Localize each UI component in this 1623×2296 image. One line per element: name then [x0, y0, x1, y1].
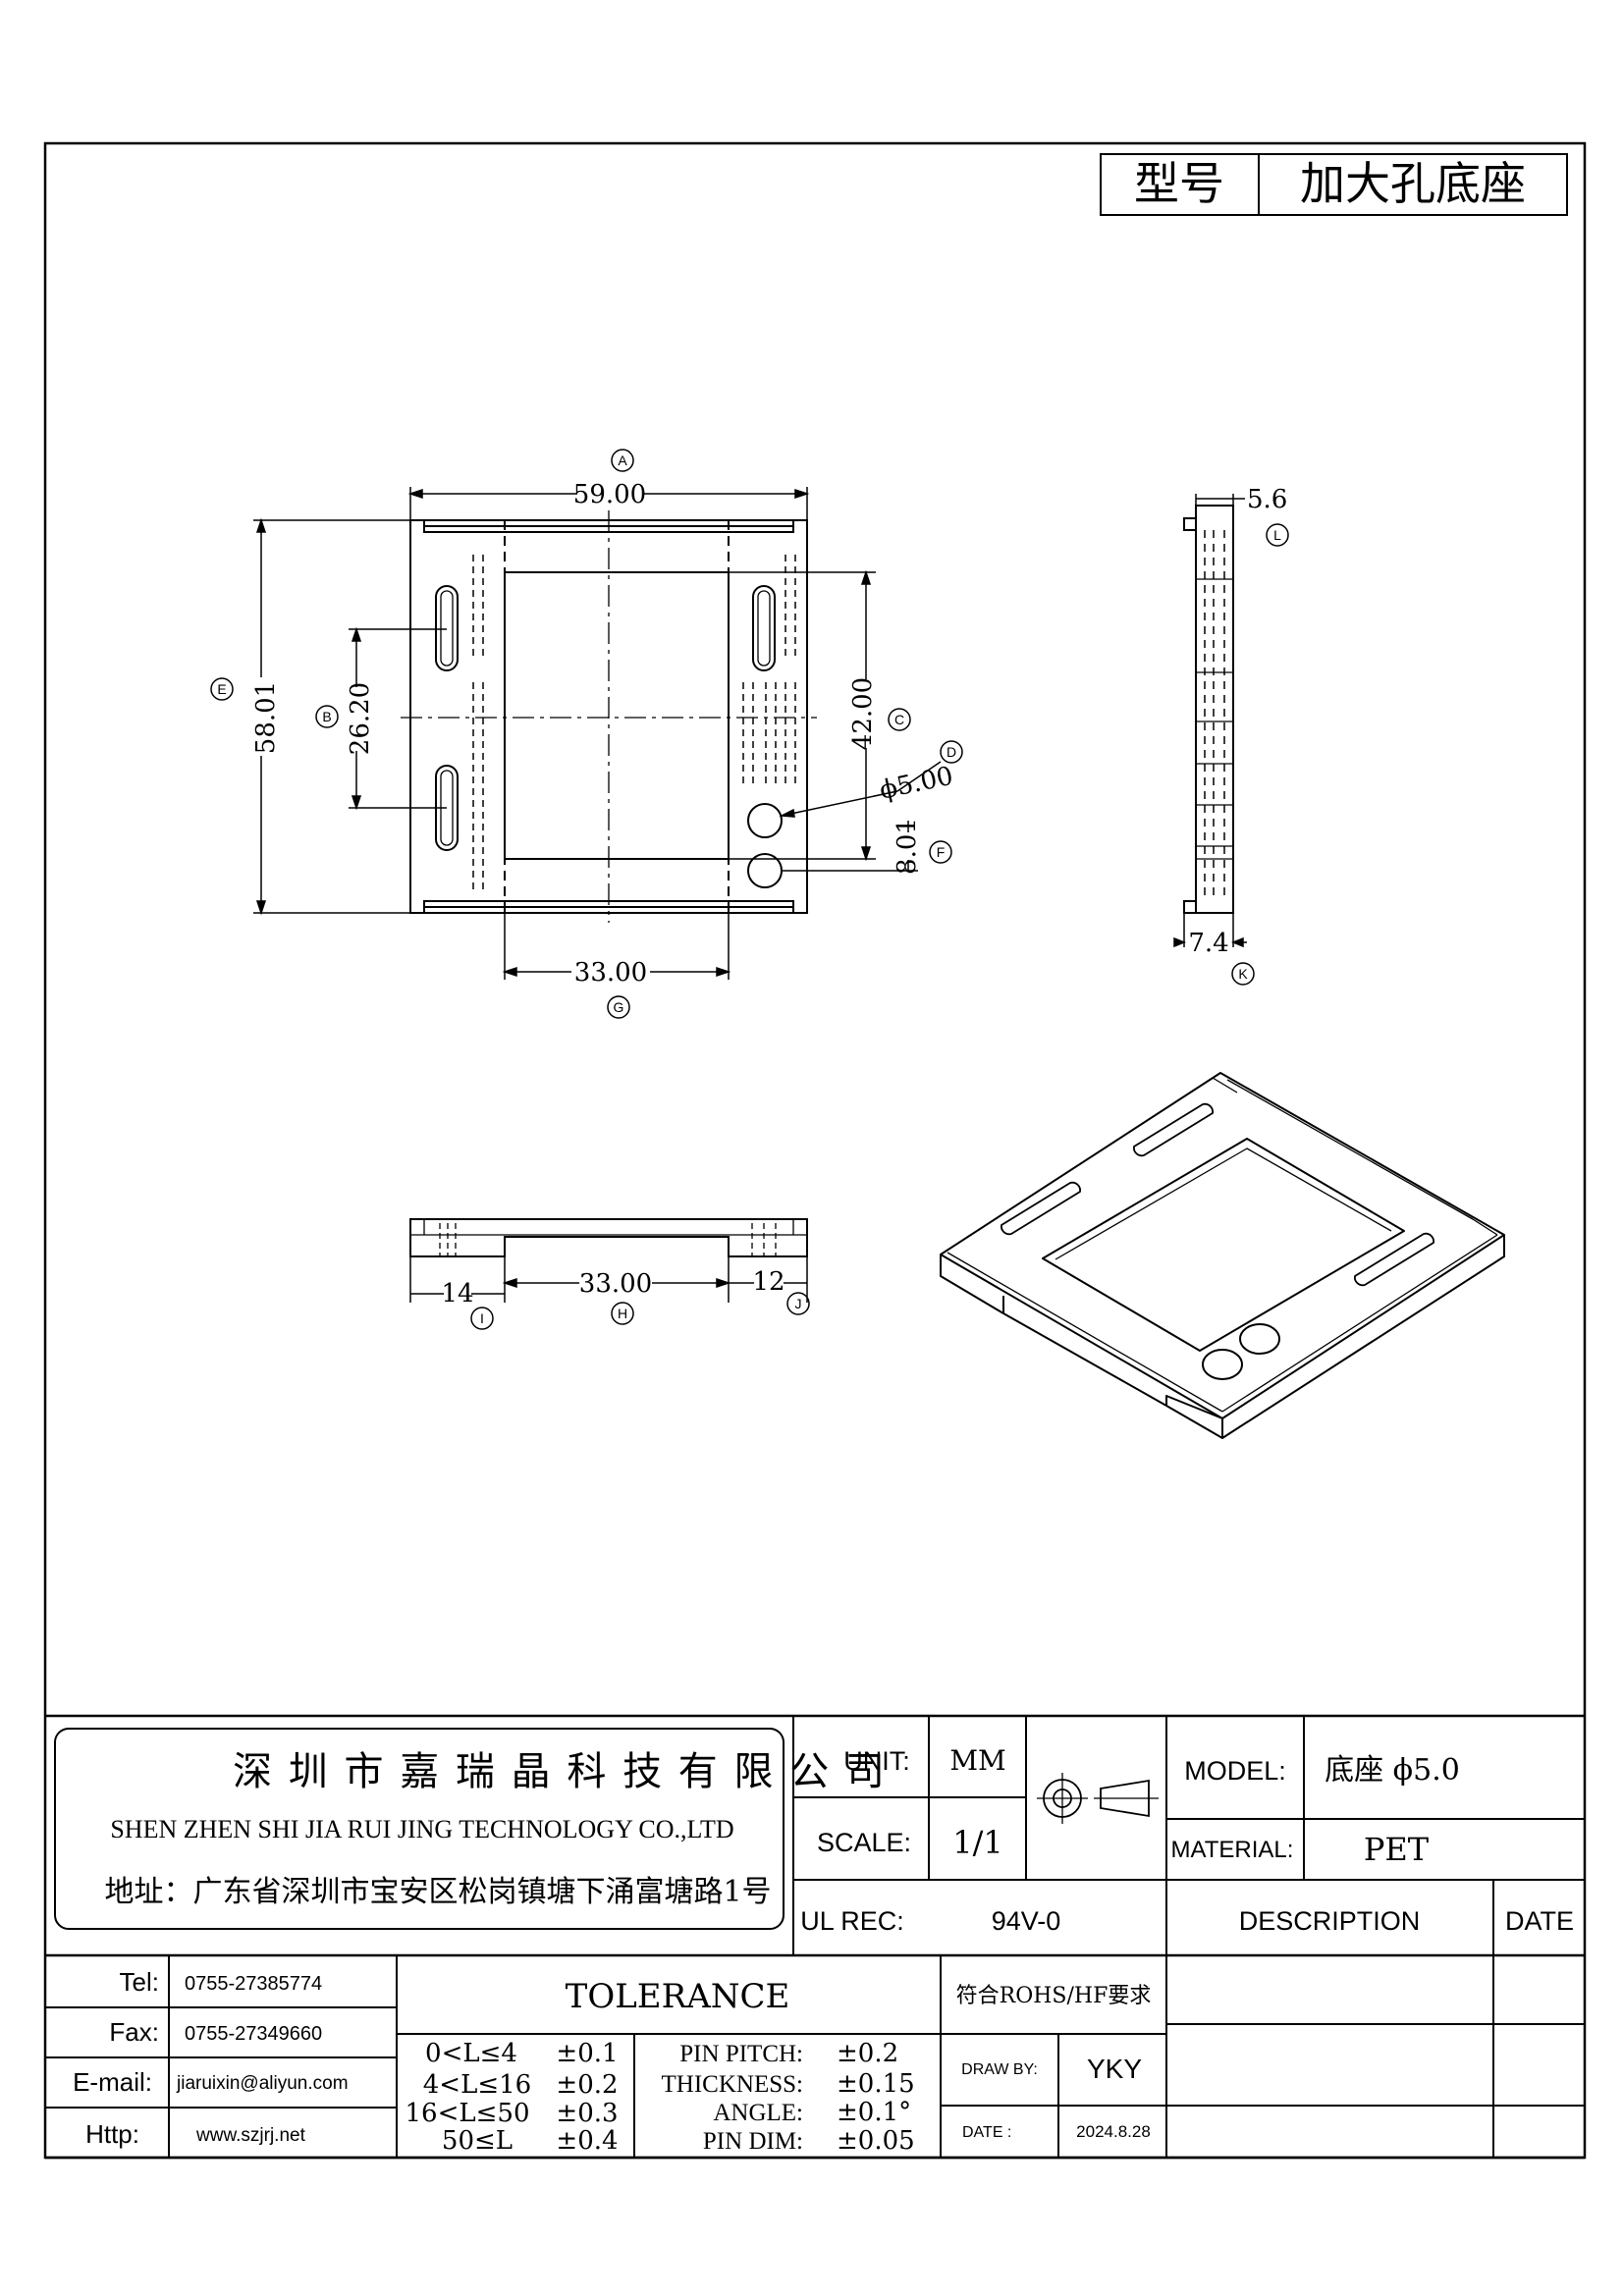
draw-by-label: DRAW BY:	[961, 2061, 1038, 2078]
side-view-outline	[1195, 505, 1234, 914]
front-view	[409, 1218, 808, 1303]
http-value: www.szjrj.net	[195, 2125, 306, 2146]
tag-i: I	[480, 1310, 484, 1326]
tolerance-range-1: 0<L≤4	[425, 2039, 517, 2068]
material-label: MATERIAL:	[1171, 1837, 1294, 1863]
iso-window	[1042, 1138, 1405, 1352]
ulrec-label: UL REC:	[800, 1906, 904, 1936]
dim-e-value: 58.01	[251, 681, 281, 754]
tolerance-value-1: ±0.1	[556, 2039, 618, 2068]
dim-j-value: 12	[752, 1267, 784, 1297]
tolerance-item-2: THICKNESS:	[662, 2071, 803, 2098]
description-label: DESCRIPTION	[1239, 1906, 1421, 1936]
date-value: 2024.8.28	[1076, 2122, 1151, 2141]
tolerance-item-4: PIN DIM:	[703, 2128, 803, 2155]
dim-h-value: 33.00	[579, 1269, 652, 1299]
material-value: PET	[1364, 1831, 1430, 1868]
draw-by-value: YKY	[1087, 2054, 1142, 2084]
company-address: 地址：广东省深圳市宝安区松岗镇塘下涌富塘路1号	[104, 1875, 771, 1909]
dim-l-value: 5.6	[1247, 485, 1287, 514]
dim-a-value: 59.00	[573, 480, 646, 509]
model-header-box: 型号 加大孔底座	[1100, 153, 1568, 216]
tag-g: G	[614, 999, 624, 1015]
hole-upper	[747, 803, 783, 838]
unit-label: UNIT:	[843, 1746, 910, 1776]
tolerance-item-1: PIN PITCH:	[679, 2041, 803, 2067]
scale-value: 1/1	[952, 1824, 1003, 1861]
tag-d: D	[947, 744, 956, 760]
dim-f-value: 8.01	[893, 818, 922, 875]
unit-value: MM	[949, 1744, 1005, 1777]
tag-j: J	[795, 1296, 802, 1311]
tel-label: Tel:	[120, 1967, 159, 1997]
dim-k-value: 7.4	[1188, 929, 1228, 958]
tolerance-title: TOLERANCE	[566, 1977, 790, 2016]
tag-c: C	[894, 712, 904, 727]
compliance-note: 符合ROHS/HF要求	[956, 1984, 1152, 2008]
dim-d-value: ϕ5.00	[877, 762, 955, 806]
side-view-dimensions	[1173, 494, 1247, 948]
email-label: E-mail:	[73, 2067, 152, 2097]
http-label: Http:	[85, 2119, 139, 2149]
tolerance-range-3: 16<L≤50	[405, 2099, 529, 2128]
tolerance-item-tol-2: ±0.15	[837, 2069, 915, 2099]
top-view-window	[504, 571, 730, 860]
side-view	[1183, 505, 1234, 914]
company-name-cn: 深 圳 市 嘉 瑞 晶 科 技 有 限 公 司	[233, 1749, 887, 1794]
isometric-view	[940, 1072, 1505, 1439]
dim-i-value: 14	[441, 1279, 473, 1308]
tolerance-value-3: ±0.3	[556, 2099, 618, 2128]
dim-g-value: 33.00	[574, 958, 647, 988]
date-label: DATE :	[962, 2124, 1011, 2141]
tag-h: H	[618, 1306, 627, 1321]
dim-b-value: 26.20	[346, 682, 375, 755]
fax-label: Fax:	[109, 2017, 159, 2047]
tag-e: E	[217, 681, 226, 697]
sheet-border	[43, 141, 1587, 2160]
fax-value: 0755-27349660	[185, 2023, 322, 2045]
model-value: 底座 ϕ5.0	[1325, 1753, 1460, 1788]
model-label: MODEL:	[1184, 1756, 1286, 1786]
tag-f: F	[937, 844, 946, 860]
top-view-dimensions	[253, 487, 942, 980]
tag-k: K	[1238, 966, 1248, 982]
date-header-label: DATE	[1505, 1906, 1574, 1936]
company-name-en: SHEN ZHEN SHI JIA RUI JING TECHNOLOGY CO…	[110, 1815, 733, 1843]
top-view	[401, 510, 817, 923]
tag-b: B	[322, 709, 331, 724]
ulrec-value: 94V-0	[992, 1906, 1061, 1936]
tolerance-value-2: ±0.2	[556, 2070, 618, 2100]
model-header-label: 型号	[1134, 157, 1224, 210]
email-value: jiaruixin@aliyun.com	[176, 2073, 349, 2094]
tolerance-item-tol-1: ±0.2	[837, 2039, 898, 2068]
tolerance-range-4: 50≤L	[442, 2126, 513, 2156]
scale-label: SCALE:	[817, 1828, 911, 1857]
tolerance-item-tol-4: ±0.05	[837, 2126, 915, 2156]
tag-l: L	[1273, 527, 1281, 543]
dim-c-value: 42.00	[848, 677, 878, 750]
tel-value: 0755-27385774	[185, 1973, 322, 1995]
tolerance-range-2: 4<L≤16	[423, 2070, 531, 2100]
model-header-value: 加大孔底座	[1300, 157, 1526, 210]
tag-a: A	[618, 453, 627, 468]
front-view-dimensions	[410, 1277, 807, 1295]
tolerance-value-4: ±0.4	[556, 2126, 618, 2156]
title-block	[45, 1714, 1585, 2160]
tolerance-item-tol-3: ±0.1°	[837, 2098, 911, 2127]
tolerance-item-3: ANGLE:	[713, 2100, 803, 2126]
